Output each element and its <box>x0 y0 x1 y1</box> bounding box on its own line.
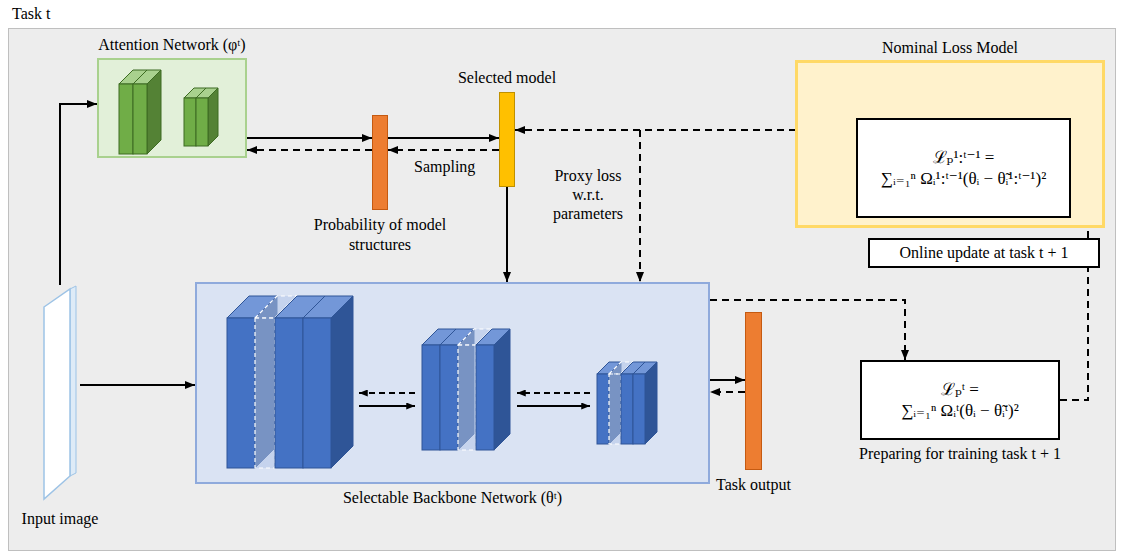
solid-arrow <box>388 137 499 139</box>
node-body: Online update at task t + 1 <box>870 240 1098 266</box>
dashed-arrow <box>388 149 499 151</box>
block-side <box>621 362 633 444</box>
edge-label: Sampling <box>412 157 477 176</box>
block-front <box>119 84 133 154</box>
block-front <box>633 374 645 444</box>
node-text: Online update at task t + 1 <box>900 243 1069 263</box>
backbone-network: Selectable Backbone Network (θᵗ) <box>195 282 710 484</box>
block-side <box>609 362 621 444</box>
block-side <box>208 88 218 146</box>
block-front <box>621 374 633 444</box>
block-front <box>458 345 476 450</box>
solid-arrow <box>80 384 195 386</box>
formula-box: ℒₚ¹:ᵗ⁻¹ =∑ᵢ₌₁ⁿ Ωᵢ¹:ᵗ⁻¹(θᵢ − θ̃ᵢ¹:ᵗ⁻¹)² <box>856 118 1071 218</box>
block-side <box>331 296 353 468</box>
node-illustration <box>40 285 80 503</box>
block-side <box>494 329 510 450</box>
node-illustration <box>99 60 245 156</box>
node-caption: Attention Network (φᵗ) <box>98 35 245 55</box>
forward-arrow <box>517 405 590 407</box>
node-caption: Nominal Loss Model <box>882 38 1018 58</box>
block-side <box>633 362 645 444</box>
block-front <box>275 318 303 468</box>
block-front <box>422 345 440 450</box>
node-text: ℒₚᵗ = <box>941 379 979 400</box>
node-caption: Selectable Backbone Network (θᵗ) <box>343 488 562 508</box>
block-front <box>440 345 458 450</box>
node-caption: Input image <box>22 509 99 529</box>
node-caption: Task output <box>716 475 791 495</box>
probability-vector: Probability of model structures <box>372 115 388 210</box>
backward-arrow <box>517 392 590 394</box>
node-text: ∑ᵢ₌₁ⁿ Ωᵢ¹:ᵗ⁻¹(θᵢ − θ̃ᵢ¹:ᵗ⁻¹)² <box>881 168 1046 189</box>
task-loss-box: ℒₚᵗ =∑ᵢ₌₁ⁿ Ωᵢᵗ(θᵢ − θ̃ᵢᵗ)²Preparing for … <box>860 360 1060 440</box>
solid-arrow <box>506 187 508 282</box>
block-front <box>609 374 621 444</box>
dashed-arrow <box>710 391 745 393</box>
dashed-arrow <box>710 300 905 360</box>
online-update-box: Online update at task t + 1 <box>868 238 1100 268</box>
block-front <box>227 318 255 468</box>
image-edge <box>70 286 76 476</box>
block-side <box>645 362 657 444</box>
selected-model-vector: Selected model <box>499 92 515 187</box>
backward-arrow <box>359 392 415 394</box>
solid-arrow <box>710 379 745 381</box>
block-front <box>476 345 494 450</box>
edge-label: Proxy loss w.r.t. parameters <box>540 166 636 224</box>
dashed-arrow <box>1060 268 1088 400</box>
node-caption: Selected model <box>458 68 556 88</box>
nominal-loss-panel: Nominal Loss Modelℒₚ¹:ᵗ⁻¹ =∑ᵢ₌₁ⁿ Ωᵢ¹:ᵗ⁻¹… <box>795 60 1105 228</box>
forward-arrow <box>359 405 415 407</box>
block-side <box>147 70 161 154</box>
block-front <box>133 84 147 154</box>
block-front <box>196 98 208 146</box>
node-illustration <box>197 284 708 482</box>
attention-network-box: Attention Network (φᵗ) <box>97 58 247 158</box>
node-text: ∑ᵢ₌₁ⁿ Ωᵢᵗ(θᵢ − θ̃ᵢᵗ)² <box>901 400 1019 421</box>
block-front <box>255 318 275 468</box>
task-output-vector: Task output <box>745 312 762 470</box>
input-image: Input image <box>40 285 80 503</box>
node-body: ℒₚ¹:ᵗ⁻¹ =∑ᵢ₌₁ⁿ Ωᵢ¹:ᵗ⁻¹(θᵢ − θ̃ᵢ¹:ᵗ⁻¹)² <box>858 120 1069 216</box>
node-caption: Probability of model structures <box>305 215 455 255</box>
block-front <box>303 318 331 468</box>
block-side <box>255 296 277 468</box>
dashed-arrow <box>247 149 372 151</box>
image-face <box>44 289 70 499</box>
block-front <box>184 98 196 146</box>
node-text: ℒₚ¹:ᵗ⁻¹ = <box>933 147 995 168</box>
panel-title: Task t <box>12 5 50 23</box>
solid-arrow <box>247 137 372 139</box>
solid-arrow <box>60 104 97 285</box>
node-body: ℒₚᵗ =∑ᵢ₌₁ⁿ Ωᵢᵗ(θᵢ − θ̃ᵢᵗ)² <box>862 362 1058 438</box>
block-front <box>597 374 609 444</box>
node-caption: Preparing for training task t + 1 <box>859 444 1061 464</box>
